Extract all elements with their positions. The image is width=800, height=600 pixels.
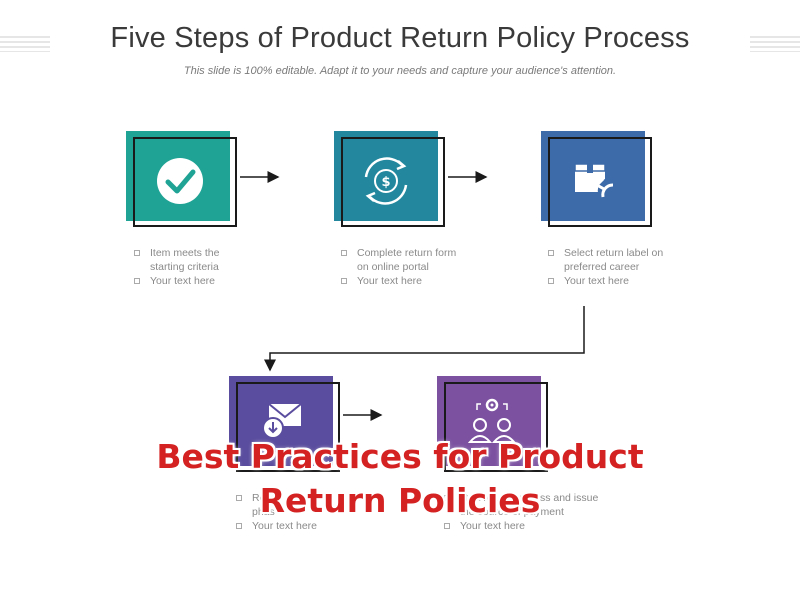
step-2-fill [334, 131, 438, 221]
step-1-outline [133, 137, 237, 227]
overlay-line-1: Best Practices for Product [156, 437, 644, 476]
step-3-card [541, 131, 652, 227]
step-5-fill [437, 376, 541, 466]
step-3-bullet-2: Your text here [548, 274, 663, 288]
step-5-bullet-2: Your text here [444, 519, 598, 533]
step-5-card [437, 376, 548, 472]
slide-title: Five Steps of Product Return Policy Proc… [110, 22, 690, 54]
decorative-lines-right [750, 36, 800, 52]
svg-text:$: $ [381, 175, 390, 190]
checkmark-icon [157, 158, 203, 204]
overlay-headline: Best Practices for Product Return Polici… [0, 435, 800, 523]
people-gear-icon [467, 398, 517, 443]
step-2-outline [341, 137, 445, 227]
step-3-outline [548, 137, 652, 227]
dollar-cycle-icon: $ [364, 157, 408, 205]
arrow-step3-step4 [264, 306, 585, 372]
step-2-card: $ [334, 131, 445, 227]
step-2-bullet-2: Your text here [341, 274, 456, 288]
step-1-bullet-2: Your text here [134, 274, 219, 288]
step-5-outline [444, 382, 548, 472]
overlay-line-2: Return Policies [259, 481, 541, 520]
box-return-icon [574, 163, 617, 198]
slide-subtitle: This slide is 100% editable. Adapt it to… [183, 65, 617, 77]
step-4-outline [236, 382, 340, 472]
step-1-card [126, 131, 237, 227]
decorative-lines-left [0, 36, 50, 52]
mail-download-icon [262, 403, 302, 439]
step-4-card [229, 376, 340, 472]
step-4-bullet-2: Your text here [236, 519, 317, 533]
